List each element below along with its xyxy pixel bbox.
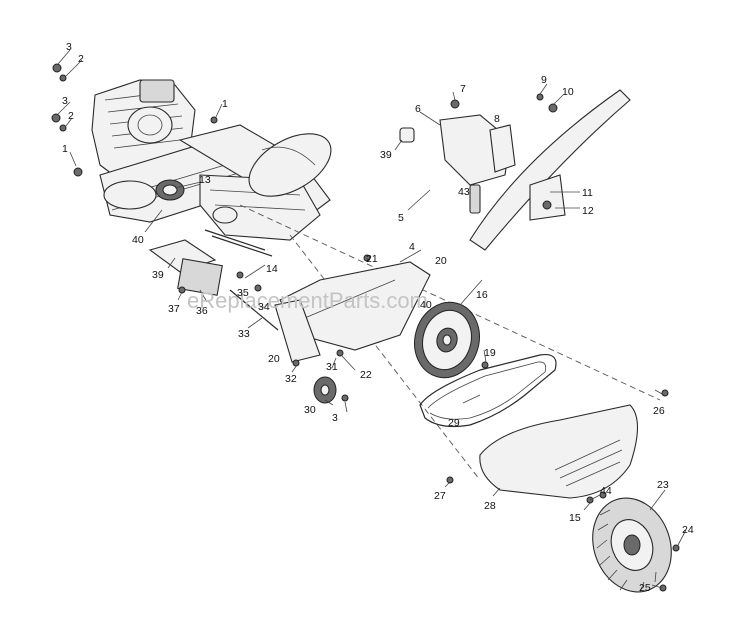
callout-15: 15 <box>569 512 581 524</box>
callout-23: 23 <box>657 479 669 491</box>
callout-9: 9 <box>541 74 547 86</box>
callout-39: 39 <box>380 149 392 161</box>
callout-14: 14 <box>266 263 278 275</box>
rod-31 <box>229 289 279 331</box>
part-34 <box>177 258 223 296</box>
callout-43: 43 <box>458 186 470 198</box>
callout-labels: 3 2 3 2 1 1 13 40 39 14 35 34 37 36 33 2… <box>62 41 694 594</box>
callout-32: 34 <box>258 301 270 313</box>
callout-8: 8 <box>494 113 500 125</box>
callout-40: 27 <box>434 490 446 502</box>
callout-36: 39 <box>152 269 164 281</box>
callout-12: 12 <box>582 205 594 217</box>
callout-25: 25 <box>639 582 651 594</box>
shield-bracket <box>529 174 566 221</box>
callout-38: 40 <box>420 299 432 311</box>
callout-3: 3 <box>66 41 72 53</box>
bracket <box>274 299 321 363</box>
callout-26: 28 <box>484 500 496 512</box>
callout-34: 36 <box>196 305 208 317</box>
callout-4: 4 <box>409 241 415 253</box>
leader-dash <box>289 234 481 481</box>
pulley <box>414 301 480 379</box>
callout-33: 35 <box>237 287 249 299</box>
callout-28: 30 <box>304 404 316 416</box>
belt-cover <box>279 261 431 351</box>
callout-1: 1 <box>62 143 68 155</box>
callout-2: 2 <box>78 53 84 65</box>
callout-11: 11 <box>582 187 593 199</box>
callout-13: 13 <box>199 174 211 186</box>
hardware-fasteners <box>51 63 680 592</box>
wheel-tire <box>592 497 672 593</box>
callout-21: 21 <box>366 253 378 265</box>
callout-40: 26 <box>653 405 665 417</box>
callout-35: 37 <box>168 303 180 315</box>
callout-20: 20 <box>435 255 447 267</box>
callout-6: 6 <box>415 103 421 115</box>
callout-22: 22 <box>360 369 372 381</box>
tine-shield <box>479 404 638 499</box>
upper-shield <box>469 89 631 251</box>
callout-24: 24 <box>682 524 694 536</box>
callout-3: 3 <box>332 412 338 424</box>
callout-37: 40 <box>132 234 144 246</box>
frame-assembly <box>178 124 332 257</box>
callout-7: 7 <box>460 83 466 95</box>
callout-44: 44 <box>600 485 612 497</box>
callout-20: 20 <box>268 353 280 365</box>
callout-2: 2 <box>68 110 74 122</box>
depth-bar-bracket <box>399 114 516 214</box>
callout-19: 19 <box>484 347 496 359</box>
callout-27: 29 <box>448 417 460 429</box>
callout-31: 33 <box>238 328 250 340</box>
callout-29: 31 <box>326 361 338 373</box>
callout-1: 1 <box>222 98 228 110</box>
drive-belt <box>419 353 557 428</box>
callout-16: 16 <box>476 289 488 301</box>
callout-5: 5 <box>398 212 404 224</box>
callout-3: 3 <box>62 95 68 107</box>
watermark-text: eReplacementParts.com <box>187 288 428 313</box>
callout-10: 10 <box>562 86 574 98</box>
callout-30: 32 <box>285 373 297 385</box>
leader-lines <box>57 49 687 589</box>
